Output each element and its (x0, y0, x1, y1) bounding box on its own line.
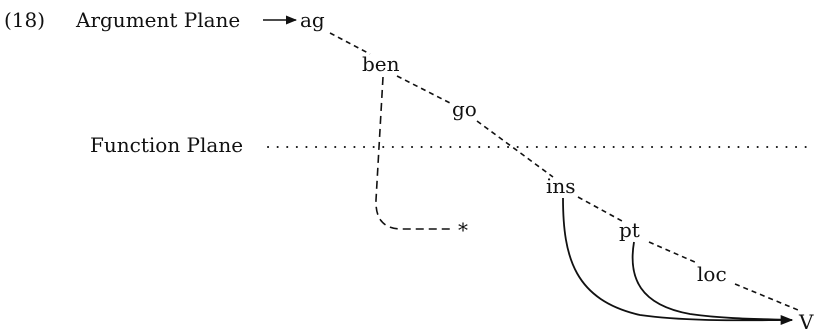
role-ben: ben (362, 52, 400, 76)
link-ins-pt (577, 196, 623, 222)
link-ben-go (396, 75, 453, 105)
role-ag: ag (300, 8, 325, 32)
link-ag-ben (329, 32, 371, 55)
function-plane-label: Function Plane (90, 133, 243, 157)
star-symbol: * (458, 218, 468, 242)
link-ben-star (375, 76, 453, 230)
role-loc: loc (697, 262, 727, 286)
curve-pt-v (631, 241, 793, 321)
argument-plane-label: Argument Plane (75, 8, 240, 32)
curve-ins-v (562, 197, 794, 326)
example-number: (18) (4, 8, 45, 32)
verb-v: V (798, 310, 814, 333)
role-go: go (452, 97, 477, 121)
link-loc-v (734, 283, 799, 311)
role-pt: pt (619, 218, 640, 242)
link-go-ins (476, 120, 554, 178)
role-ins: ins (546, 174, 576, 198)
link-pt-loc (648, 241, 698, 264)
